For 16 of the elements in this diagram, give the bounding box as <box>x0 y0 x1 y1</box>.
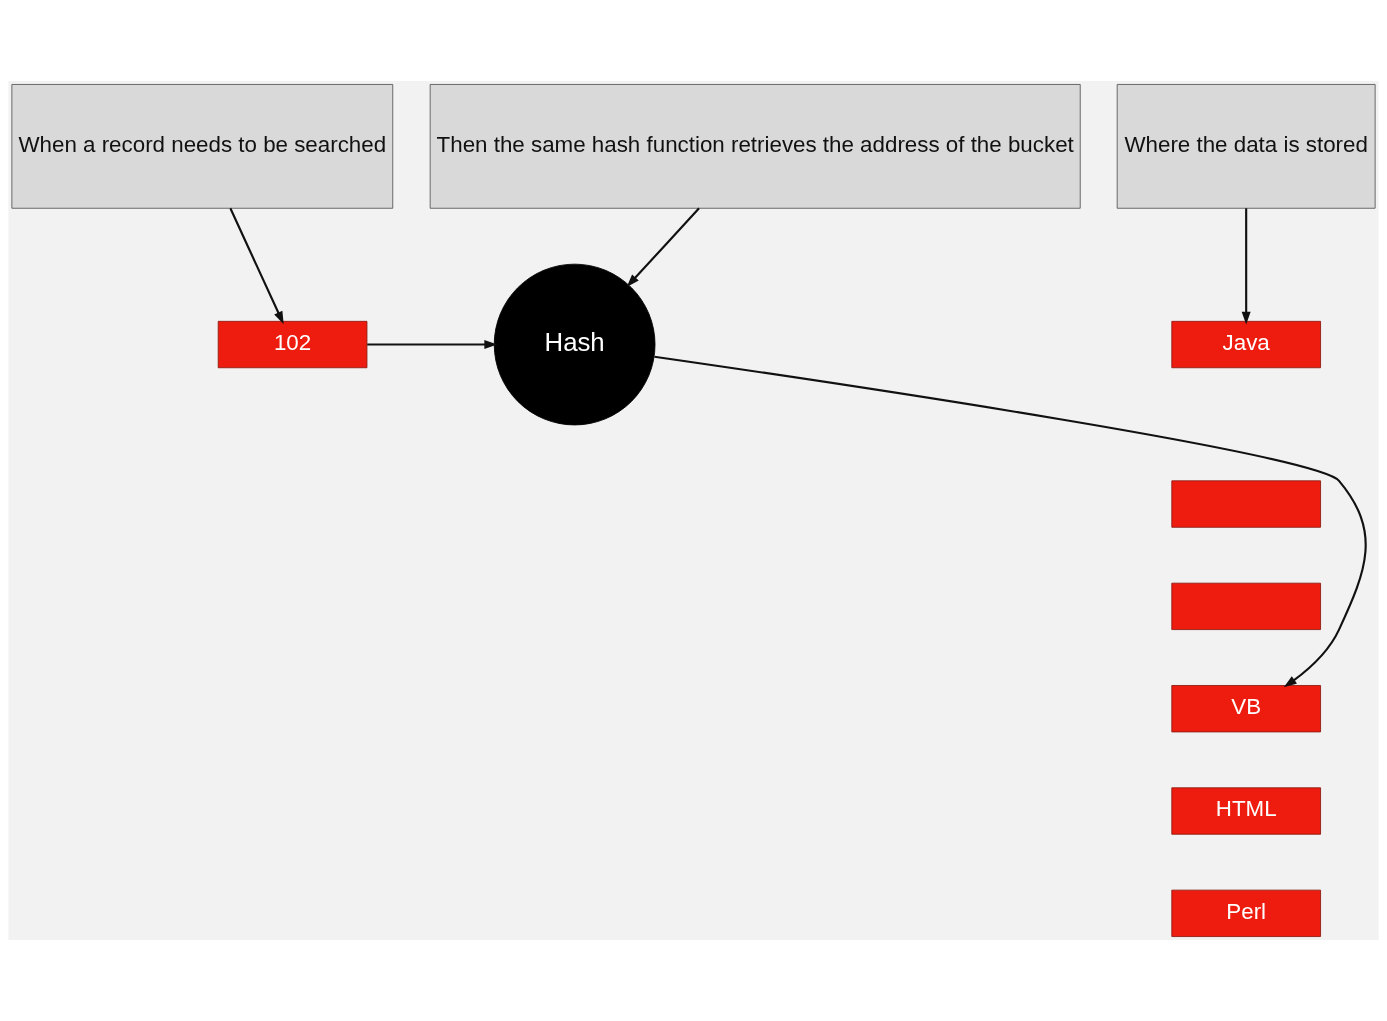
node-box: When a record needs to be searched <box>11 84 394 209</box>
node-box: 102 <box>217 320 368 369</box>
arrow <box>1241 208 1251 325</box>
node-box: Java <box>1171 320 1321 369</box>
arrow <box>654 355 1367 688</box>
node-box <box>1171 480 1321 528</box>
node-box: Then the same hash function retrieves the address of the bucket <box>429 84 1081 209</box>
node-box: VB <box>1171 685 1321 733</box>
node-box: Perl <box>1171 889 1321 937</box>
node-box: Where the data is stored <box>1116 84 1376 209</box>
arrow <box>229 207 284 325</box>
arrow <box>626 207 700 288</box>
node-box: HTML <box>1171 787 1321 835</box>
node-circle: Hash <box>493 263 656 426</box>
node-box <box>1171 582 1321 630</box>
arrow <box>367 340 498 350</box>
